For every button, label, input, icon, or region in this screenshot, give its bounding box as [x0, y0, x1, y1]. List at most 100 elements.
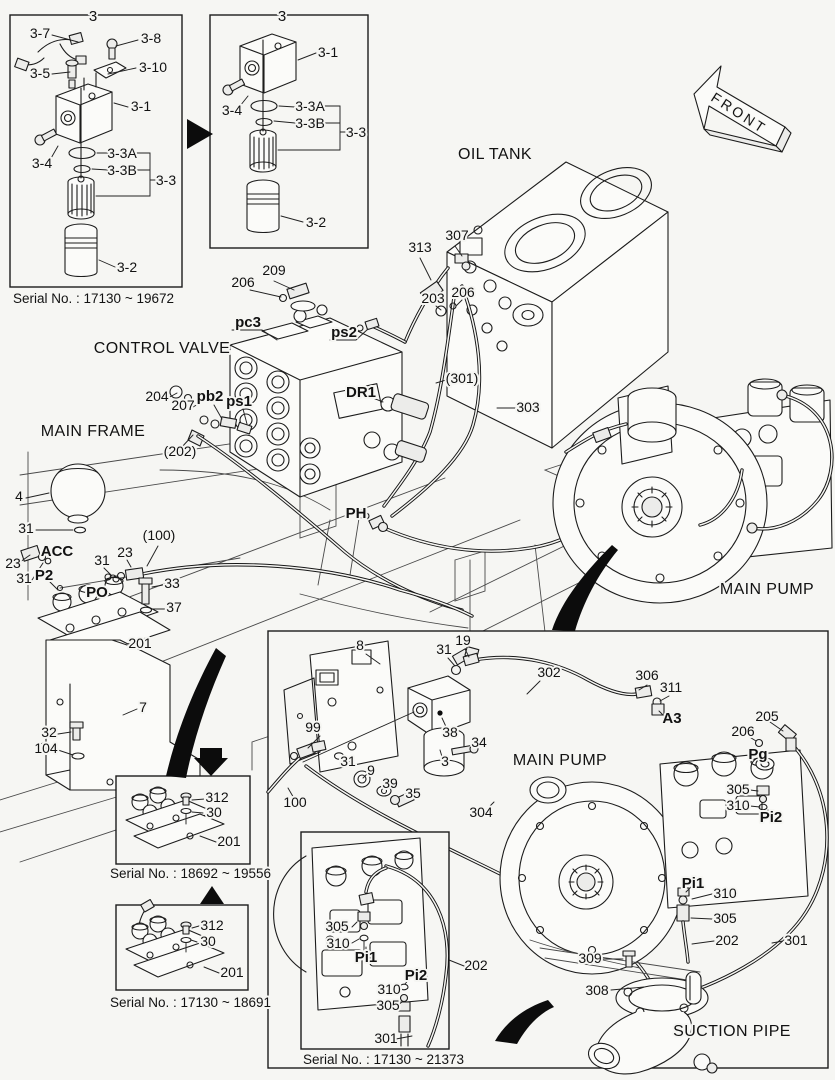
pump-filter-top — [564, 385, 677, 465]
callout-7: 7 — [139, 699, 147, 715]
callout-4: 4 — [15, 488, 23, 504]
bleeder-312-30-mid — [180, 792, 192, 825]
callout-99: 99 — [305, 719, 321, 735]
port-pi2-inner: Pi2 — [405, 967, 428, 984]
callout-3-1a: 3-1 — [131, 98, 151, 114]
callout-33: 33 — [164, 575, 180, 591]
callout-3-4a: 3-4 — [32, 155, 52, 171]
callout-35: 35 — [405, 785, 421, 801]
callout-31d: 31 — [436, 641, 452, 657]
callout-3-8: 3-8 — [141, 30, 161, 46]
port-ps1: ps1 — [226, 393, 252, 410]
callout-23a: 23 — [5, 555, 21, 571]
callout-312a: 312 — [205, 789, 229, 805]
tank-manhole-2 — [580, 167, 652, 219]
port-acc: ACC — [41, 543, 74, 560]
callout-3-2a: 3-2 — [117, 259, 137, 275]
callout-301a: 301 — [784, 932, 808, 948]
callout-3-3a: 3-3 — [156, 172, 176, 188]
main-pump-label: MAIN PUMP — [720, 581, 814, 598]
callout-3-3Bb: 3-3B — [295, 115, 325, 131]
callout-310d: 310 — [377, 981, 401, 997]
hose-100-inset — [266, 740, 345, 794]
screw-3-4b — [222, 78, 246, 96]
callout-3-4b: 3-4 — [222, 102, 242, 118]
callout-206b: 206 — [451, 284, 475, 300]
callout-301p: (301) — [446, 370, 479, 386]
fitting-313 — [419, 280, 444, 303]
oring-3-3Aa — [68, 146, 96, 160]
main-frame-label: MAIN FRAME — [41, 423, 145, 440]
callout-30b: 30 — [200, 933, 216, 949]
callout-305a: 305 — [726, 781, 750, 797]
fitting-pc3 — [278, 282, 310, 303]
box1-title: 3 — [89, 8, 97, 25]
box2-title: 3 — [278, 8, 286, 25]
callout-3i: 3 — [441, 753, 449, 769]
fitting-307 — [454, 253, 471, 271]
callout-3-7: 3-7 — [30, 25, 50, 41]
inset-pump — [499, 749, 809, 975]
arrow-up-box4 — [200, 886, 224, 904]
filter-case-3-2b — [246, 179, 280, 234]
pump-flange-bolts — [575, 423, 745, 583]
callout-207: 207 — [171, 397, 195, 413]
hose-301-inset — [662, 724, 829, 1002]
arrow-between-filter-boxes — [187, 119, 213, 149]
callout-302: 302 — [537, 664, 561, 680]
callout-202b: 202 — [464, 957, 488, 973]
port-po: PO — [86, 584, 108, 601]
fitting-23-31 — [20, 544, 52, 565]
callout-37: 37 — [166, 599, 182, 615]
callout-310c: 310 — [326, 935, 350, 951]
callout-305c: 305 — [325, 918, 349, 934]
filter-case-3-2a — [64, 223, 98, 278]
callout-32: 32 — [41, 724, 57, 740]
wire-harness-3-7 — [14, 32, 87, 72]
callout-310a: 310 — [726, 797, 750, 813]
oil-tank-label: OIL TANK — [458, 146, 532, 163]
revision-arrows — [166, 119, 618, 1044]
fitting-pi1-inner — [357, 911, 371, 951]
screw-3-8 — [106, 38, 118, 60]
main-pump-drawing — [552, 378, 834, 604]
bracket-3-10 — [93, 61, 127, 79]
box1-serial: Serial No. : 17130 ~ 19672 — [13, 291, 174, 306]
port-pb2: pb2 — [197, 388, 224, 405]
callout-304: 304 — [469, 804, 493, 820]
callout-23b: 23 — [117, 544, 133, 560]
callout-301b: 301 — [374, 1030, 398, 1046]
fitting-ps2 — [356, 317, 380, 332]
callout-203: 203 — [421, 290, 445, 306]
callout-305b: 305 — [713, 910, 737, 926]
pilot-filter-3-inset — [302, 646, 480, 808]
callout-31c: 31 — [94, 552, 110, 568]
hose-202-inner — [358, 864, 449, 1048]
bolt-309 — [622, 950, 636, 968]
solenoid-block-box-mid — [115, 775, 251, 865]
swoosh-arrow-to-inset — [552, 545, 618, 631]
control-valve-label: CONTROL VALVE — [94, 340, 231, 357]
fitting-pi2-inner — [397, 983, 411, 1047]
callout-3-3Ba: 3-3B — [107, 162, 137, 178]
callout-39: 39 — [382, 775, 398, 791]
callout-3-10: 3-10 — [139, 59, 167, 75]
inner-pump-inset — [273, 831, 450, 1050]
oil-tank-drawing — [446, 161, 669, 449]
callout-3-1b: 3-1 — [318, 44, 338, 60]
solenoid-block-box-early — [115, 898, 249, 991]
filter-assembly-box-late — [209, 14, 369, 249]
suction-pipe-label: SUCTION PIPE — [673, 1023, 791, 1040]
callout-34: 34 — [471, 734, 487, 750]
callout-104: 104 — [34, 740, 58, 756]
dr1-solenoid — [363, 393, 430, 463]
callout-204: 204 — [145, 388, 169, 404]
hose-302 — [462, 652, 665, 716]
callout-303: 303 — [516, 399, 540, 415]
pump-pilot-inset — [266, 630, 829, 1075]
fitting-305-310-pi2-outer — [756, 785, 770, 821]
main-pump-inset-label: MAIN PUMP — [513, 752, 607, 769]
callout-201a: 201 — [128, 635, 152, 651]
callout-100p: (100) — [143, 527, 176, 543]
